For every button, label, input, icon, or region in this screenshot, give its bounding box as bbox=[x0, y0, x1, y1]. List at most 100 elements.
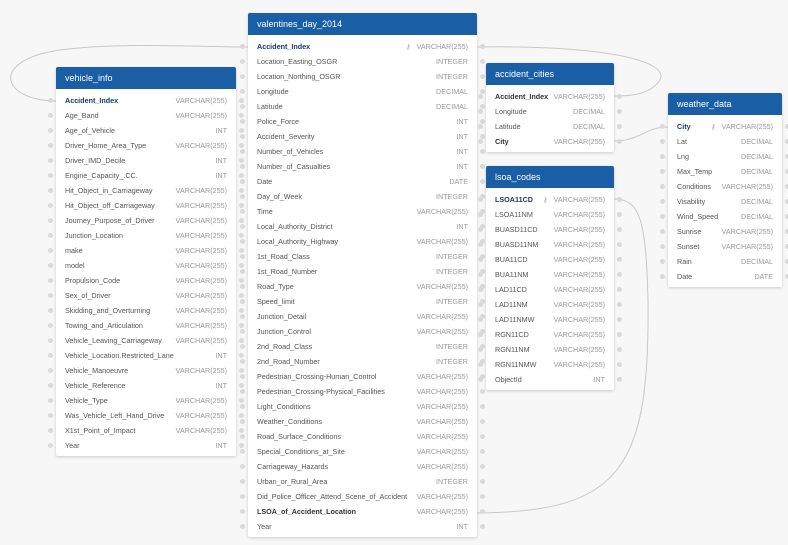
connector-dot[interactable] bbox=[239, 173, 244, 178]
column-row[interactable]: Accident_Index⚷VARCHAR(255) bbox=[240, 39, 485, 54]
connector-dot[interactable] bbox=[617, 332, 622, 337]
connector-dot[interactable] bbox=[240, 179, 245, 184]
connector-dot[interactable] bbox=[240, 389, 245, 394]
connector-dot[interactable] bbox=[480, 119, 485, 124]
connector-dot[interactable] bbox=[240, 239, 245, 244]
connector-dot[interactable] bbox=[48, 413, 53, 418]
connector-dot[interactable] bbox=[480, 524, 485, 529]
connector-dot[interactable] bbox=[478, 332, 483, 337]
connector-dot[interactable] bbox=[240, 299, 245, 304]
connector-dot[interactable] bbox=[660, 259, 665, 264]
connector-dot[interactable] bbox=[239, 443, 244, 448]
connector-dot[interactable] bbox=[478, 347, 483, 352]
connector-dot[interactable] bbox=[239, 338, 244, 343]
connector-dot[interactable] bbox=[240, 374, 245, 379]
connector-dot[interactable] bbox=[240, 89, 245, 94]
connector-dot[interactable] bbox=[480, 374, 485, 379]
connector-dot[interactable] bbox=[617, 242, 622, 247]
connector-dot[interactable] bbox=[480, 389, 485, 394]
connector-dot[interactable] bbox=[240, 149, 245, 154]
connector-dot[interactable] bbox=[48, 368, 53, 373]
connector-dot[interactable] bbox=[48, 353, 53, 358]
connector-dot[interactable] bbox=[617, 197, 622, 202]
connector-dot[interactable] bbox=[239, 368, 244, 373]
connector-dot[interactable] bbox=[660, 214, 665, 219]
connector-dot[interactable] bbox=[617, 287, 622, 292]
connector-dot[interactable] bbox=[239, 218, 244, 223]
connector-dot[interactable] bbox=[48, 218, 53, 223]
connector-dot[interactable] bbox=[617, 139, 622, 144]
connector-dot[interactable] bbox=[239, 98, 244, 103]
connector-dot[interactable] bbox=[239, 428, 244, 433]
connector-dot[interactable] bbox=[660, 244, 665, 249]
connector-dot[interactable] bbox=[48, 338, 53, 343]
connector-dot[interactable] bbox=[48, 158, 53, 163]
connector-dot[interactable] bbox=[480, 179, 485, 184]
connector-dot[interactable] bbox=[617, 94, 622, 99]
connector-dot[interactable] bbox=[785, 124, 788, 129]
table-title[interactable]: lsoa_codes bbox=[486, 166, 614, 188]
connector-dot[interactable] bbox=[478, 139, 483, 144]
connector-dot[interactable] bbox=[785, 169, 788, 174]
connector-dot[interactable] bbox=[239, 143, 244, 148]
connector-dot[interactable] bbox=[240, 119, 245, 124]
connector-dot[interactable] bbox=[240, 209, 245, 214]
connector-dot[interactable] bbox=[785, 154, 788, 159]
connector-dot[interactable] bbox=[478, 302, 483, 307]
connector-dot[interactable] bbox=[785, 184, 788, 189]
connector-dot[interactable] bbox=[478, 257, 483, 262]
connector-dot[interactable] bbox=[240, 449, 245, 454]
connector-dot[interactable] bbox=[48, 98, 53, 103]
connector-dot[interactable] bbox=[239, 158, 244, 163]
connector-dot[interactable] bbox=[240, 284, 245, 289]
connector-dot[interactable] bbox=[240, 134, 245, 139]
connector-dot[interactable] bbox=[617, 302, 622, 307]
connector-dot[interactable] bbox=[478, 227, 483, 232]
table-title[interactable]: weather_data bbox=[668, 93, 782, 115]
connector-dot[interactable] bbox=[480, 449, 485, 454]
connector-dot[interactable] bbox=[480, 149, 485, 154]
connector-dot[interactable] bbox=[239, 233, 244, 238]
connector-dot[interactable] bbox=[239, 293, 244, 298]
connector-dot[interactable] bbox=[480, 269, 485, 274]
connector-dot[interactable] bbox=[480, 89, 485, 94]
connector-dot[interactable] bbox=[785, 229, 788, 234]
connector-dot[interactable] bbox=[48, 188, 53, 193]
connector-dot[interactable] bbox=[240, 329, 245, 334]
connector-dot[interactable] bbox=[48, 293, 53, 298]
connector-dot[interactable] bbox=[478, 272, 483, 277]
connector-dot[interactable] bbox=[478, 124, 483, 129]
connector-dot[interactable] bbox=[480, 404, 485, 409]
connector-dot[interactable] bbox=[48, 323, 53, 328]
